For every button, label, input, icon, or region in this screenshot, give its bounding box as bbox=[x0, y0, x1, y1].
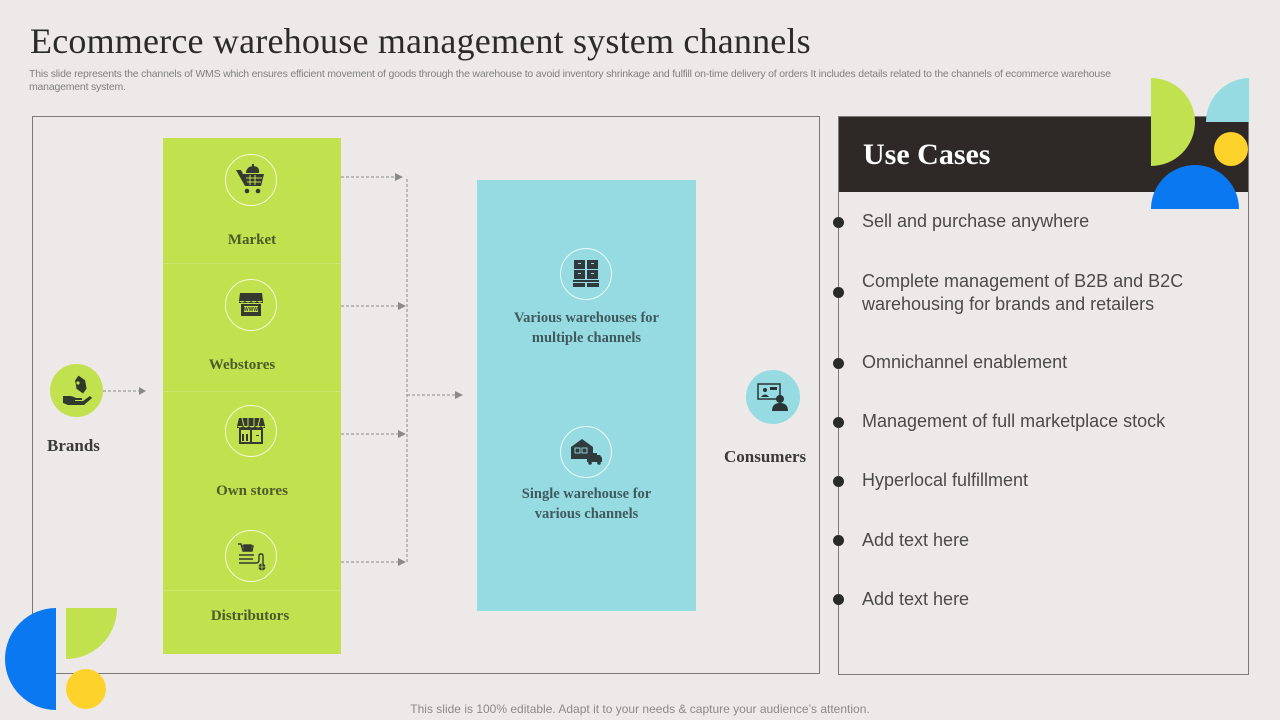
single-warehouse-label: Single warehouse for various channels bbox=[477, 484, 696, 524]
use-case-bullet bbox=[833, 535, 844, 546]
channel-label-webstores: Webstores bbox=[208, 357, 276, 373]
webstores-icon-circle: WWW bbox=[225, 279, 277, 331]
channel-divider bbox=[163, 391, 341, 392]
use-case-text: Hyperlocal fulfillment bbox=[862, 470, 1029, 490]
green-half-circle-shape bbox=[1151, 78, 1195, 166]
various-warehouses-icon-circle bbox=[560, 248, 612, 300]
brands-label: Brands bbox=[47, 436, 100, 455]
slide-title: Ecommerce warehouse management system ch… bbox=[30, 21, 811, 61]
use-case-item: Hyperlocal fulfillment bbox=[862, 469, 1232, 492]
yellow-circle-shape bbox=[1214, 132, 1248, 166]
use-case-bullet bbox=[833, 217, 844, 228]
diagram-frame bbox=[32, 116, 820, 674]
use-cases-frame bbox=[838, 116, 1249, 675]
distribution-cart-icon bbox=[238, 543, 266, 571]
cyan-quarter-circle-shape bbox=[1206, 78, 1249, 122]
shopping-cart-icon bbox=[236, 164, 264, 194]
use-case-text: Management of full marketplace stock bbox=[862, 411, 1166, 431]
decorative-shapes-top-right bbox=[1151, 78, 1249, 209]
storefront-icon bbox=[237, 417, 265, 444]
svg-text:WWW: WWW bbox=[244, 307, 258, 313]
yellow-circle-shape bbox=[66, 669, 106, 709]
use-case-item: Omnichannel enablement bbox=[862, 351, 1232, 374]
warehouses-column: Various warehouses for multiple channels… bbox=[477, 180, 696, 611]
distributors-icon-circle bbox=[225, 530, 277, 582]
slide-footer: This slide is 100% editable. Adapt it to… bbox=[410, 702, 870, 716]
use-case-text: Complete management of B2B and B2C bbox=[862, 271, 1184, 291]
channel-connectors bbox=[341, 173, 463, 566]
use-case-item: Add text here bbox=[862, 529, 1232, 552]
various-warehouses-line1: Various warehouses for bbox=[513, 310, 659, 326]
use-cases-title: Use Cases bbox=[863, 138, 991, 171]
arrowhead-distributors bbox=[398, 558, 406, 566]
channel-divider bbox=[163, 590, 341, 591]
consumers-label: Consumers bbox=[724, 447, 807, 466]
brands-node bbox=[50, 364, 103, 417]
web-store-icon: WWW bbox=[239, 293, 263, 316]
market-icon-circle bbox=[225, 154, 277, 206]
consumers-node bbox=[746, 370, 800, 424]
use-case-bullet bbox=[833, 476, 844, 487]
arrowhead-own-stores bbox=[398, 430, 406, 438]
use-case-item: Add text here bbox=[862, 588, 1232, 611]
channel-label-distributors: Distributors bbox=[210, 608, 290, 624]
use-case-bullet bbox=[833, 594, 844, 605]
green-quarter-circle-shape bbox=[66, 608, 117, 659]
hand-price-tag-icon bbox=[62, 375, 92, 405]
decorative-shapes-bottom-left bbox=[5, 608, 117, 710]
use-case-text: Omnichannel enablement bbox=[862, 352, 1068, 372]
arrowhead-webstores bbox=[398, 302, 406, 310]
single-warehouse-icon-circle bbox=[560, 426, 612, 478]
channel-label-own-stores: Own stores bbox=[216, 483, 288, 499]
slide-subtitle: This slide represents the channels of WM… bbox=[29, 68, 1111, 93]
use-case-text: Add text here bbox=[862, 589, 970, 609]
arrowhead-market bbox=[395, 173, 403, 181]
use-case-text-line2: warehousing for brands and retailers bbox=[862, 294, 1155, 314]
own-stores-icon-circle bbox=[225, 405, 277, 457]
use-case-text: Sell and purchase anywhere bbox=[862, 211, 1090, 231]
warehouse-truck-icon bbox=[571, 439, 602, 465]
single-warehouse-line2: various channels bbox=[534, 506, 639, 522]
blue-half-circle-shape bbox=[1151, 165, 1239, 209]
arrowhead-warehouses bbox=[455, 391, 463, 399]
use-case-bullet bbox=[833, 358, 844, 369]
various-warehouses-label: Various warehouses for multiple channels bbox=[477, 308, 696, 348]
use-case-item: Sell and purchase anywhere bbox=[862, 210, 1232, 233]
various-warehouses-line2: multiple channels bbox=[531, 330, 642, 346]
single-warehouse-line1: Single warehouse for bbox=[521, 486, 652, 502]
warehouse-racks-icon bbox=[573, 260, 599, 287]
use-case-text: Add text here bbox=[862, 530, 970, 550]
use-case-bullet bbox=[833, 287, 844, 298]
consumer-screen-icon bbox=[757, 383, 788, 411]
brands-arrow bbox=[103, 387, 146, 395]
channel-divider bbox=[163, 263, 341, 264]
use-case-item: Complete management of B2B and B2C wareh… bbox=[862, 270, 1232, 316]
channel-label-market: Market bbox=[227, 232, 277, 248]
use-case-item: Management of full marketplace stock bbox=[862, 410, 1232, 433]
use-case-bullet bbox=[833, 417, 844, 428]
channels-column: Market WWW Webstores bbox=[163, 138, 341, 654]
blue-half-circle-shape bbox=[5, 608, 56, 710]
